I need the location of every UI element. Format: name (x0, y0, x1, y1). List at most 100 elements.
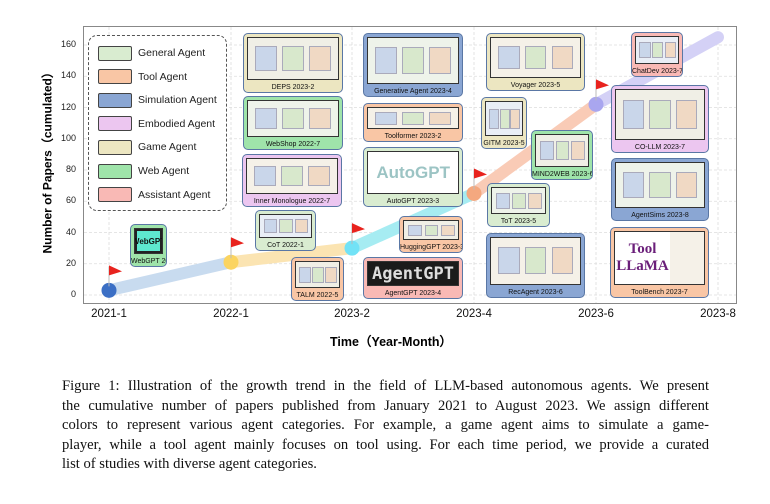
paper-label: GITM 2023-5 (483, 140, 525, 147)
thumbnail-graphic (402, 47, 424, 74)
paper-label: Inner Monologue 2022-7 (253, 198, 331, 205)
figure-caption: Figure 1: Illustration of the growth tre… (62, 377, 709, 475)
flag-icon (109, 265, 122, 276)
thumbnail-graphic (309, 108, 331, 130)
legend-label: Web Agent (138, 165, 190, 177)
paper-thumbnail (295, 261, 340, 288)
paper-label: Generative Agent 2023-4 (374, 88, 452, 95)
data-point-marker (101, 282, 117, 298)
data-point-marker (223, 254, 239, 270)
thumbnail-graphic (524, 45, 547, 70)
thumbnail-graphic (623, 99, 645, 129)
thumbnail-graphic (308, 165, 330, 187)
thumbnail-graphic (282, 46, 304, 71)
paper-label: DEPS 2023-2 (271, 84, 315, 91)
thumbnail-graphic (402, 112, 424, 125)
paper-card: Tool LLaMA ToolBench 2023-7 (610, 227, 709, 298)
thumbnail-graphic (279, 219, 293, 234)
paper-label: ToolBench 2023-7 (631, 289, 688, 296)
paper-label: MIND2WEB 2023-6 (532, 171, 593, 178)
y-axis-label: Number of Papers（cumulated） (40, 66, 55, 254)
paper-thumbnail (491, 187, 546, 214)
y-tick-label: 120 (60, 101, 76, 112)
paper-thumbnail: AutoGPT (367, 151, 459, 194)
paper-card: HuggingGPT 2023-3 (399, 216, 463, 253)
legend-swatch (98, 116, 132, 132)
legend-label: General Agent (138, 47, 206, 59)
thumbnail-graphic (281, 165, 303, 187)
x-axis-label: Time（Year-Month） (330, 335, 453, 349)
logo-text: AgentGPT (368, 262, 458, 285)
thumbnail-graphic (408, 224, 423, 237)
legend-item: Web Agent (98, 163, 189, 179)
caption-line: the cumulative number of papers publishe… (62, 397, 709, 414)
logo-text: Tool LLaMA (615, 232, 670, 284)
thumbnail-graphic (649, 171, 671, 198)
paper-card: Voyager 2023-5 (486, 33, 585, 91)
x-tick-label: 2022-1 (213, 308, 249, 320)
thumbnail-graphic (254, 165, 276, 187)
thumbnail-graphic (429, 47, 451, 74)
paper-card: WebShop 2022-7 (243, 96, 343, 150)
thumbnail-graphic (675, 171, 698, 198)
logo-text: WebGPT (135, 229, 162, 253)
legend-label: Game Agent (138, 141, 197, 154)
paper-card: ToT 2023-5 (487, 183, 550, 227)
thumbnail-graphic (649, 99, 671, 129)
paper-thumbnail (615, 89, 705, 140)
paper-label: CoT 2022-1 (267, 242, 304, 249)
paper-thumbnail (403, 220, 459, 240)
thumbnail-graphic (528, 193, 542, 209)
legend-label: Tool Agent (138, 70, 188, 83)
paper-thumbnail (247, 37, 339, 80)
legend-label: Assistant Agent (138, 188, 211, 201)
paper-label: TALM 2022-5 (296, 292, 339, 299)
legend-item: Assistant Agent (98, 187, 210, 203)
thumbnail-graphic (555, 141, 570, 161)
thumbnail-graphic (496, 193, 510, 209)
thumbnail-graphic (299, 267, 311, 283)
legend-item: Game Agent (98, 139, 196, 155)
paper-card: Inner Monologue 2022-7 (242, 154, 342, 207)
thumbnail-graphic (375, 47, 397, 74)
paper-thumbnail (635, 36, 679, 64)
legend-swatch (98, 163, 132, 179)
caption-line: player, while a tool agent mainly focuse… (62, 436, 709, 453)
logo-text: AutoGPT (368, 152, 458, 193)
paper-label: WebGPT 2021-12 (131, 258, 166, 265)
paper-label: AgentSims 2023-8 (631, 212, 689, 219)
thumbnail-graphic (429, 112, 451, 125)
y-tick-label: 160 (60, 39, 76, 49)
flag-icon (352, 223, 365, 234)
paper-card: CoT 2022-1 (255, 210, 316, 251)
flag-icon (596, 79, 609, 90)
paper-thumbnail: Tool LLaMA (614, 231, 705, 285)
legend-label: Simulation Agent (138, 94, 217, 107)
legend-item: Embodied Agent (98, 116, 215, 132)
thumbnail-graphic (623, 171, 645, 198)
x-tick-label: 2023-2 (334, 308, 370, 320)
paper-thumbnail (259, 214, 312, 238)
paper-card: GITM 2023-5 (481, 97, 527, 149)
legend-swatch (98, 45, 132, 61)
thumbnail-graphic (255, 46, 277, 71)
legend-label: Embodied Agent (138, 117, 216, 130)
paper-label: Voyager 2023-5 (510, 82, 561, 89)
data-point-marker (344, 240, 360, 256)
thumbnail-graphic (424, 224, 439, 237)
paper-card: Toolformer 2023-2 (363, 103, 463, 142)
thumbnail-graphic (571, 141, 585, 161)
paper-thumbnail (490, 37, 581, 78)
thumbnail-graphic (488, 108, 499, 129)
thumbnail-graphic (294, 219, 308, 234)
paper-label: ChatDev 2023-7 (632, 68, 683, 75)
paper-card: AgentSims 2023-8 (611, 158, 709, 221)
paper-label: RecAgent 2023-6 (508, 289, 563, 296)
thumbnail-graphic (498, 45, 520, 70)
paper-thumbnail: WebGPT (134, 228, 163, 254)
thumbnail-graphic (639, 42, 651, 59)
paper-thumbnail (535, 134, 589, 167)
